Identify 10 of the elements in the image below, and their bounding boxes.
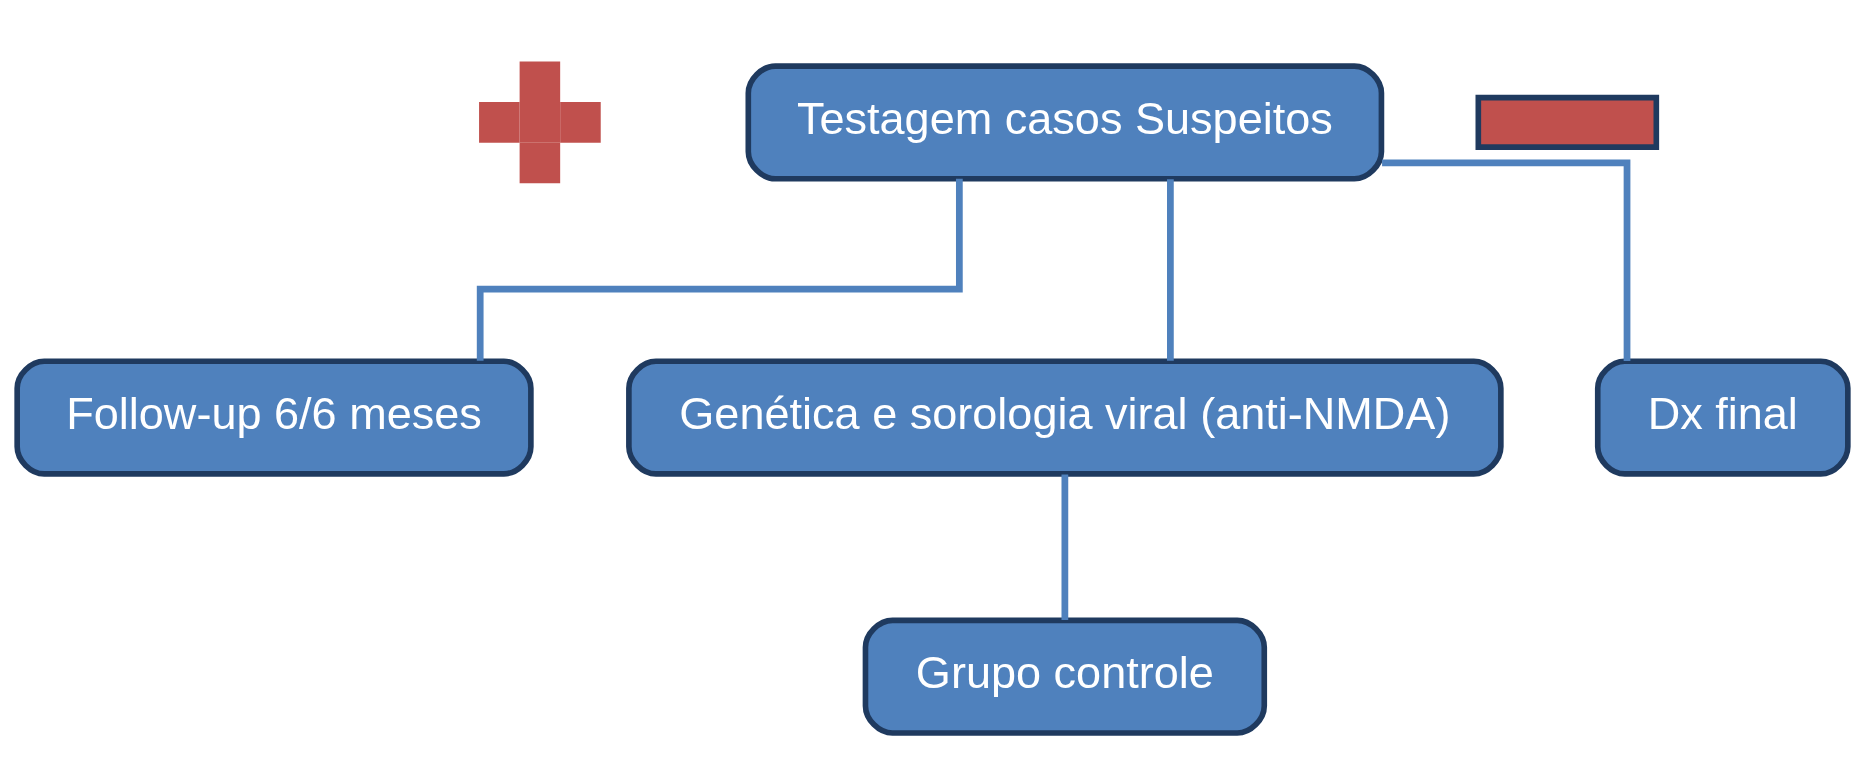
connector xyxy=(476,178,963,361)
node-box: Grupo controle xyxy=(862,617,1268,736)
node-box: Genética e sorologia viral (anti-NMDA) xyxy=(626,358,1504,477)
connector xyxy=(1061,474,1069,620)
node-box: Testagem casos Suspeitos xyxy=(745,63,1385,182)
node-bar xyxy=(1475,94,1660,150)
node-box: Dx final xyxy=(1594,358,1851,477)
node-box: Follow-up 6/6 meses xyxy=(14,358,534,477)
connector xyxy=(1382,159,1631,362)
connector xyxy=(1167,179,1174,361)
